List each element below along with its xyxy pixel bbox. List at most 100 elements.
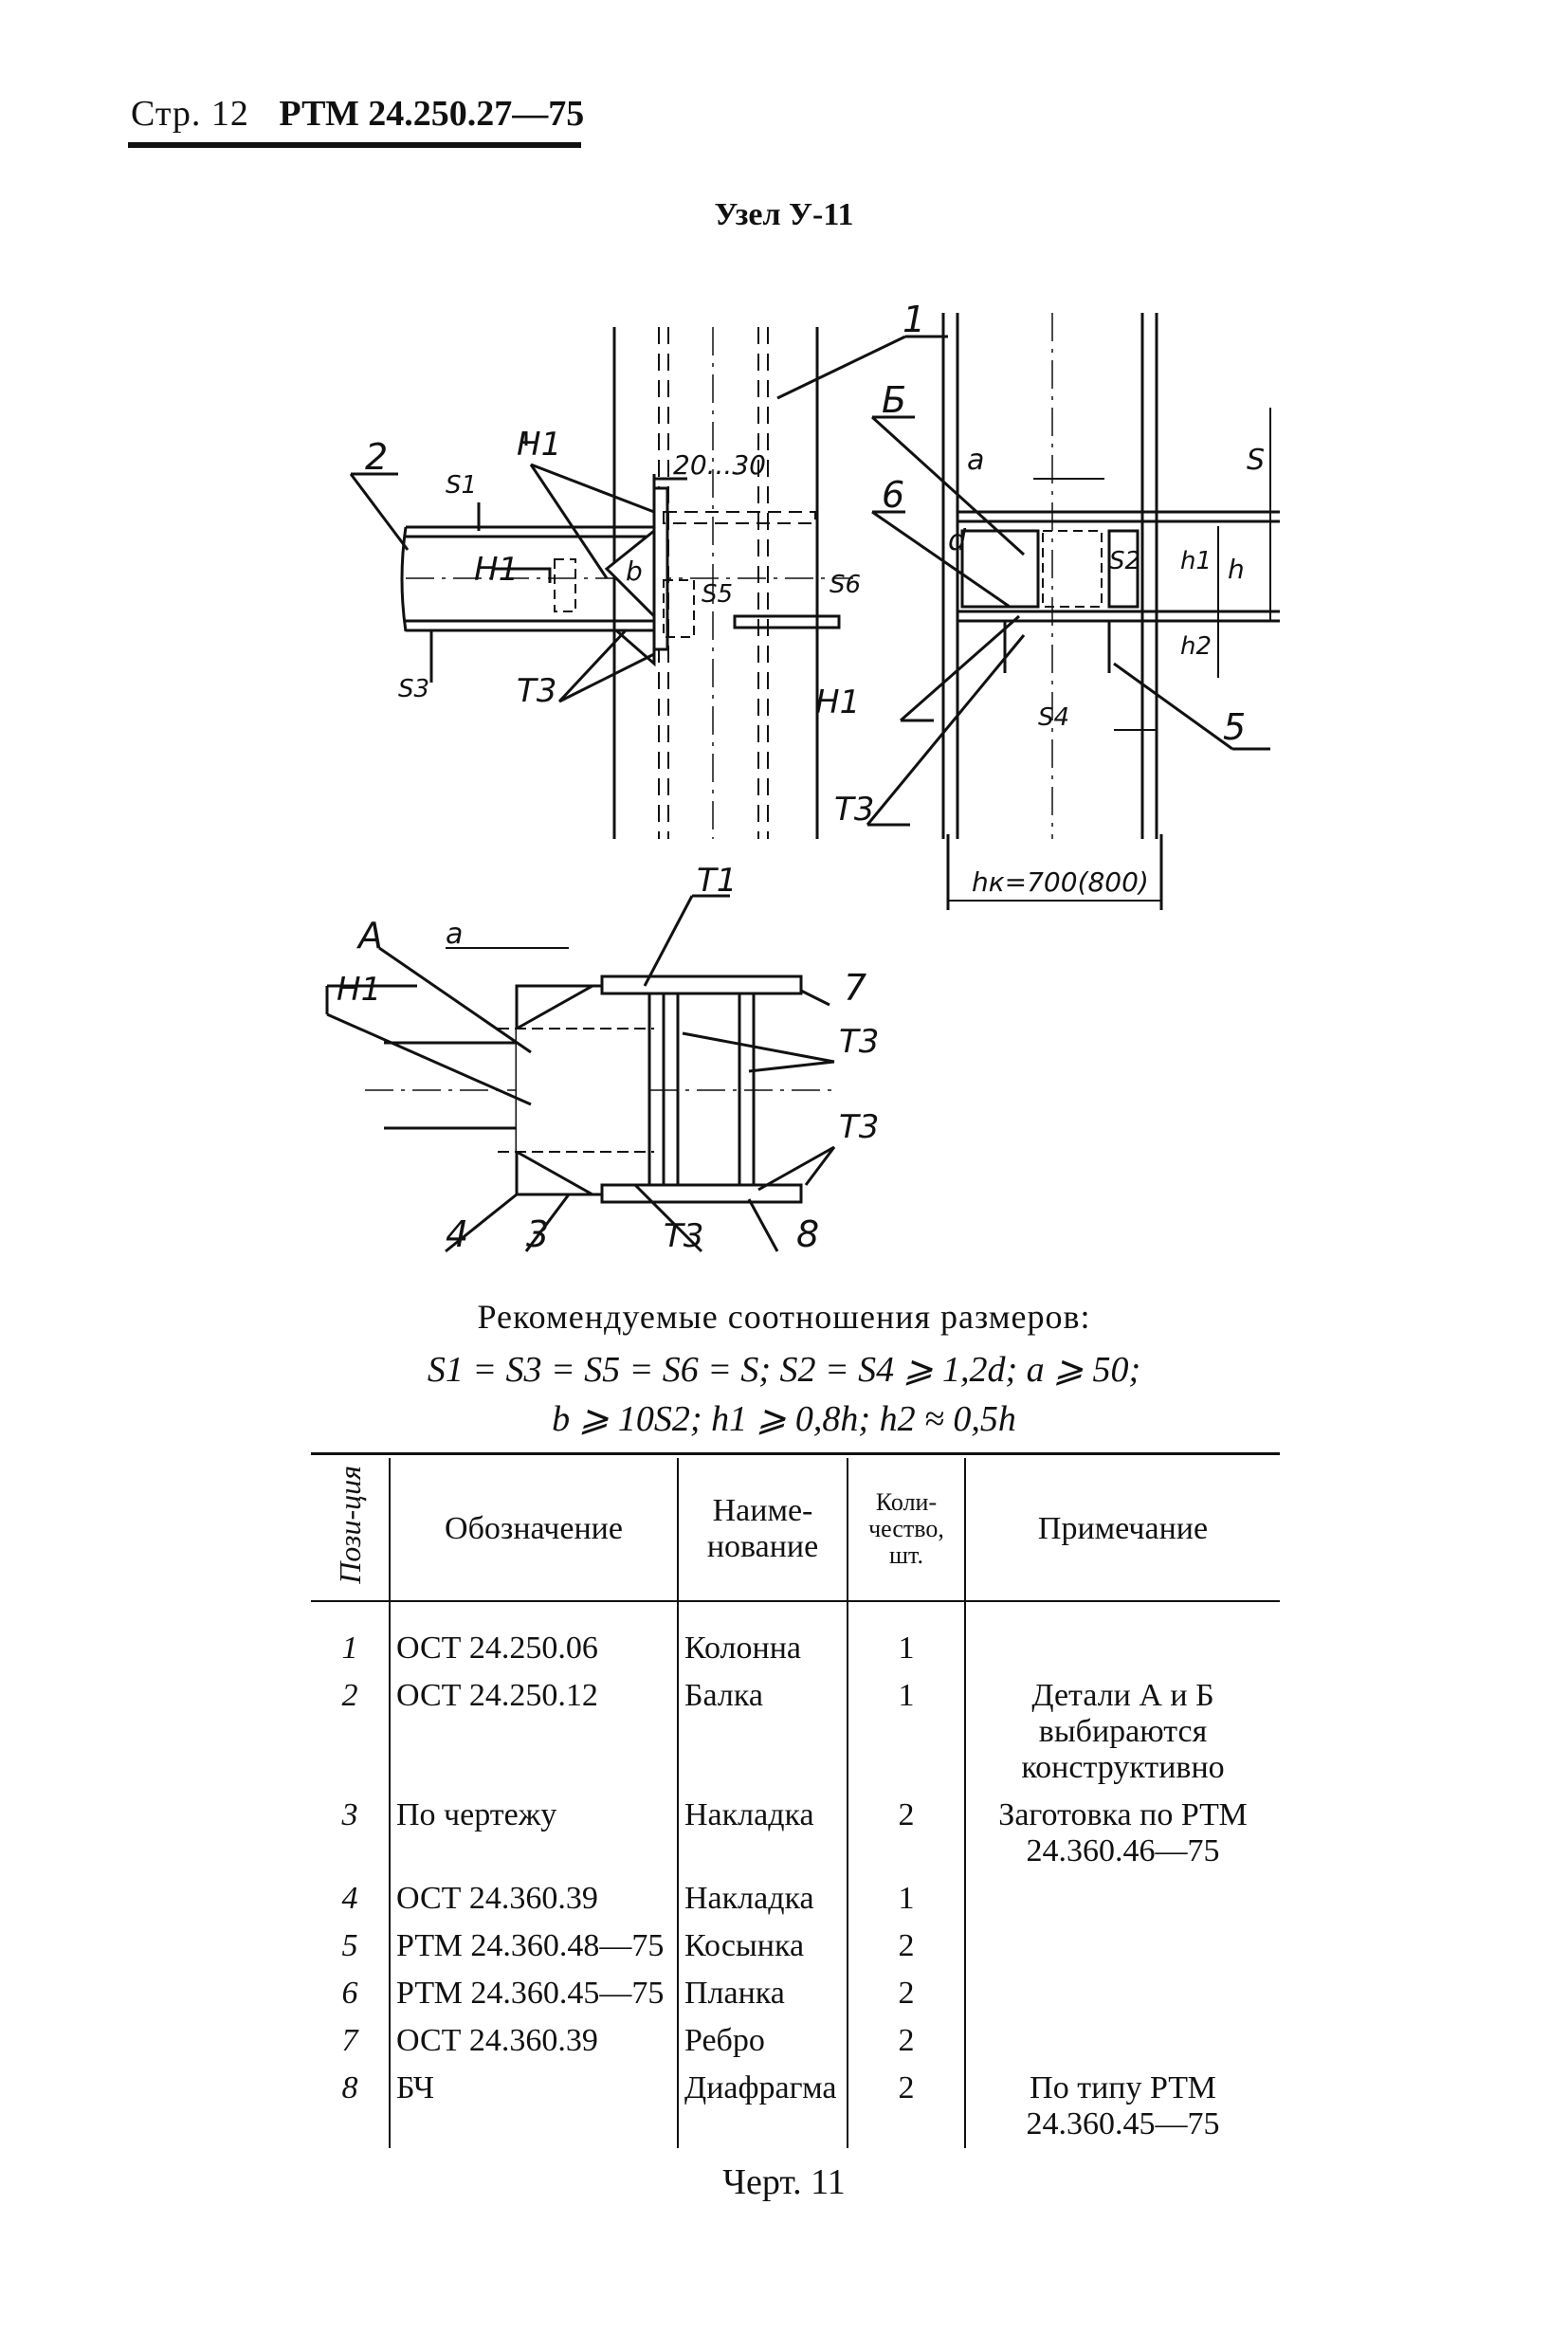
label-pos-6: 6 (882, 474, 904, 516)
label-weld-t3-d: Т3 (839, 1108, 879, 1146)
cell-qty: 2 (847, 2016, 965, 2065)
label-weld-h1-c: Н1 (815, 683, 860, 721)
table-top-rule (311, 1452, 1280, 1455)
label-dim-20-30: 20...30 (673, 449, 766, 481)
formula-line-1: S1 = S3 = S5 = S6 = S; S2 = S4 ⩾ 1,2d; a… (427, 1350, 1141, 1390)
label-pos-2: 2 (365, 436, 388, 478)
cell-name: Косынка (677, 1922, 848, 1970)
cell-note (964, 1600, 1280, 1672)
specification-table: Пози-ция Обозначение Наиме-нование Коли-… (311, 1458, 1280, 2148)
header-quantity: Коли-чество, шт. (847, 1458, 965, 1602)
document-code: РТМ 24.250.27—75 (279, 94, 585, 134)
recommendations-title: Рекомендуемые соотношения размеров: (477, 1298, 1091, 1336)
table-row: 8 БЧ Диафрагма 2 По типу РТМ 24.360.45—7… (311, 2064, 1280, 2148)
label-weld-t3-c: Т3 (839, 1023, 879, 1061)
label-dim-a-section: a (967, 444, 984, 477)
label-weld-t1: Т1 (697, 862, 737, 900)
label-weld-t3-a: Т3 (517, 672, 556, 710)
cell-note (964, 1922, 1280, 1970)
cell-pos: 3 (341, 1796, 358, 1832)
node-title: Узел У-11 (714, 197, 854, 232)
cell-qty: 2 (847, 1922, 965, 1970)
table-row: 6 РТМ 24.360.45—75 Планка 2 (311, 1969, 1280, 2017)
page-number: Стр. 12 (131, 94, 249, 134)
label-dim-hk: hк=700(800) (972, 866, 1149, 898)
page-header: Стр. 12 РТМ 24.250.27—75 (131, 93, 584, 135)
cell-qty: 2 (847, 1791, 965, 1875)
label-dim-h: h (1228, 554, 1245, 585)
cell-pos: 6 (341, 1975, 358, 2011)
label-dim-s4: S4 (1038, 703, 1069, 732)
cell-qty: 1 (847, 1600, 965, 1672)
label-pos-8: 8 (796, 1213, 819, 1255)
table-row: 7 ОСТ 24.360.39 Ребро 2 (311, 2016, 1280, 2065)
label-dim-s3: S3 (398, 675, 429, 703)
label-pos-3: 3 (526, 1213, 549, 1255)
cell-pos: 1 (341, 1630, 358, 1666)
label-weld-h1-a: Н1 (517, 426, 561, 464)
label-dim-s6: S6 (830, 571, 861, 599)
cell-qty: 2 (847, 2064, 965, 2148)
label-dim-h2: h2 (1180, 632, 1212, 661)
cell-designation: ОСТ 24.360.39 (389, 2016, 678, 2065)
header-designation: Обозначение (389, 1458, 678, 1602)
cell-designation: ОСТ 24.250.06 (389, 1600, 678, 1672)
label-dim-s2: S2 (1109, 547, 1140, 575)
table-row: 3 По чертежу Накладка 2 Заготовка по РТМ… (311, 1791, 1280, 1875)
table-row: 4 ОСТ 24.360.39 Накладка 1 (311, 1874, 1280, 1923)
label-weld-t3-b: Т3 (834, 791, 874, 829)
table-row: 2 ОСТ 24.250.12 Балка 1 Детали А и Б выб… (311, 1671, 1280, 1792)
cell-pos: 5 (341, 1927, 358, 1963)
header-rule (128, 142, 581, 148)
label-pos-7: 7 (844, 967, 866, 1009)
label-dim-s5: S5 (702, 580, 733, 609)
header-note: Примечание (964, 1458, 1280, 1602)
cell-designation: ОСТ 24.250.12 (389, 1671, 678, 1792)
label-pos-1: 1 (903, 299, 925, 340)
cell-note (964, 1969, 1280, 2017)
cell-designation: РТМ 24.360.48—75 (389, 1922, 678, 1970)
header-name: Наиме-нование (677, 1458, 848, 1602)
cell-designation: ОСТ 24.360.39 (389, 1874, 678, 1923)
cell-pos: 8 (341, 2069, 358, 2105)
side-view (349, 327, 948, 839)
label-dim-s: S (1247, 444, 1265, 477)
table-header-row: Пози-ция Обозначение Наиме-нование Коли-… (311, 1458, 1280, 1602)
cell-note: Детали А и Б выбираются конструктивно (964, 1671, 1280, 1792)
cell-qty: 1 (847, 1874, 965, 1923)
cell-note (964, 2016, 1280, 2065)
table-row: 1 ОСТ 24.250.06 Колонна 1 (311, 1600, 1280, 1672)
cell-name: Диафрагма (677, 2064, 848, 2148)
formula-line-2: b ⩾ 10S2; h1 ⩾ 0,8h; h2 ≈ 0,5h (552, 1399, 1016, 1439)
cell-name: Балка (677, 1671, 848, 1792)
label-pos-4: 4 (446, 1213, 468, 1255)
label-weld-h1-d: Н1 (337, 971, 381, 1009)
technical-drawing: 1 2 3 4 5 6 7 8 Б А Н1 Н1 Н1 Н1 Т3 Т3 Т3… (325, 299, 1280, 1255)
label-weld-h1-b: Н1 (474, 551, 519, 589)
plan-view (325, 894, 836, 1253)
cell-name: Накладка (677, 1791, 848, 1875)
label-dim-b: b (626, 556, 643, 587)
section-view (866, 313, 1280, 910)
cell-designation: БЧ (389, 2064, 678, 2148)
label-dim-h1: h1 (1180, 547, 1212, 575)
label-dim-a-plan: a (446, 918, 463, 951)
cell-designation: По чертежу (389, 1791, 678, 1875)
drawing-caption: Черт. 11 (722, 2162, 846, 2202)
cell-qty: 1 (847, 1671, 965, 1792)
cell-name: Планка (677, 1969, 848, 2017)
label-dim-d: d (948, 524, 967, 557)
table-row: 5 РТМ 24.360.48—75 Косынка 2 (311, 1922, 1280, 1970)
cell-designation: РТМ 24.360.45—75 (389, 1969, 678, 2017)
label-weld-t3-e: Т3 (664, 1217, 703, 1255)
label-pos-5: 5 (1223, 706, 1246, 748)
cell-pos: 2 (341, 1677, 358, 1713)
cell-pos: 4 (341, 1880, 358, 1916)
cell-pos: 7 (341, 2022, 358, 2058)
label-dim-s1: S1 (446, 471, 477, 500)
label-view-b: Б (882, 379, 906, 421)
cell-qty: 2 (847, 1969, 965, 2017)
cell-name: Колонна (677, 1600, 848, 1672)
cell-note: Заготовка по РТМ 24.360.46—75 (964, 1791, 1280, 1875)
cell-name: Накладка (677, 1874, 848, 1923)
